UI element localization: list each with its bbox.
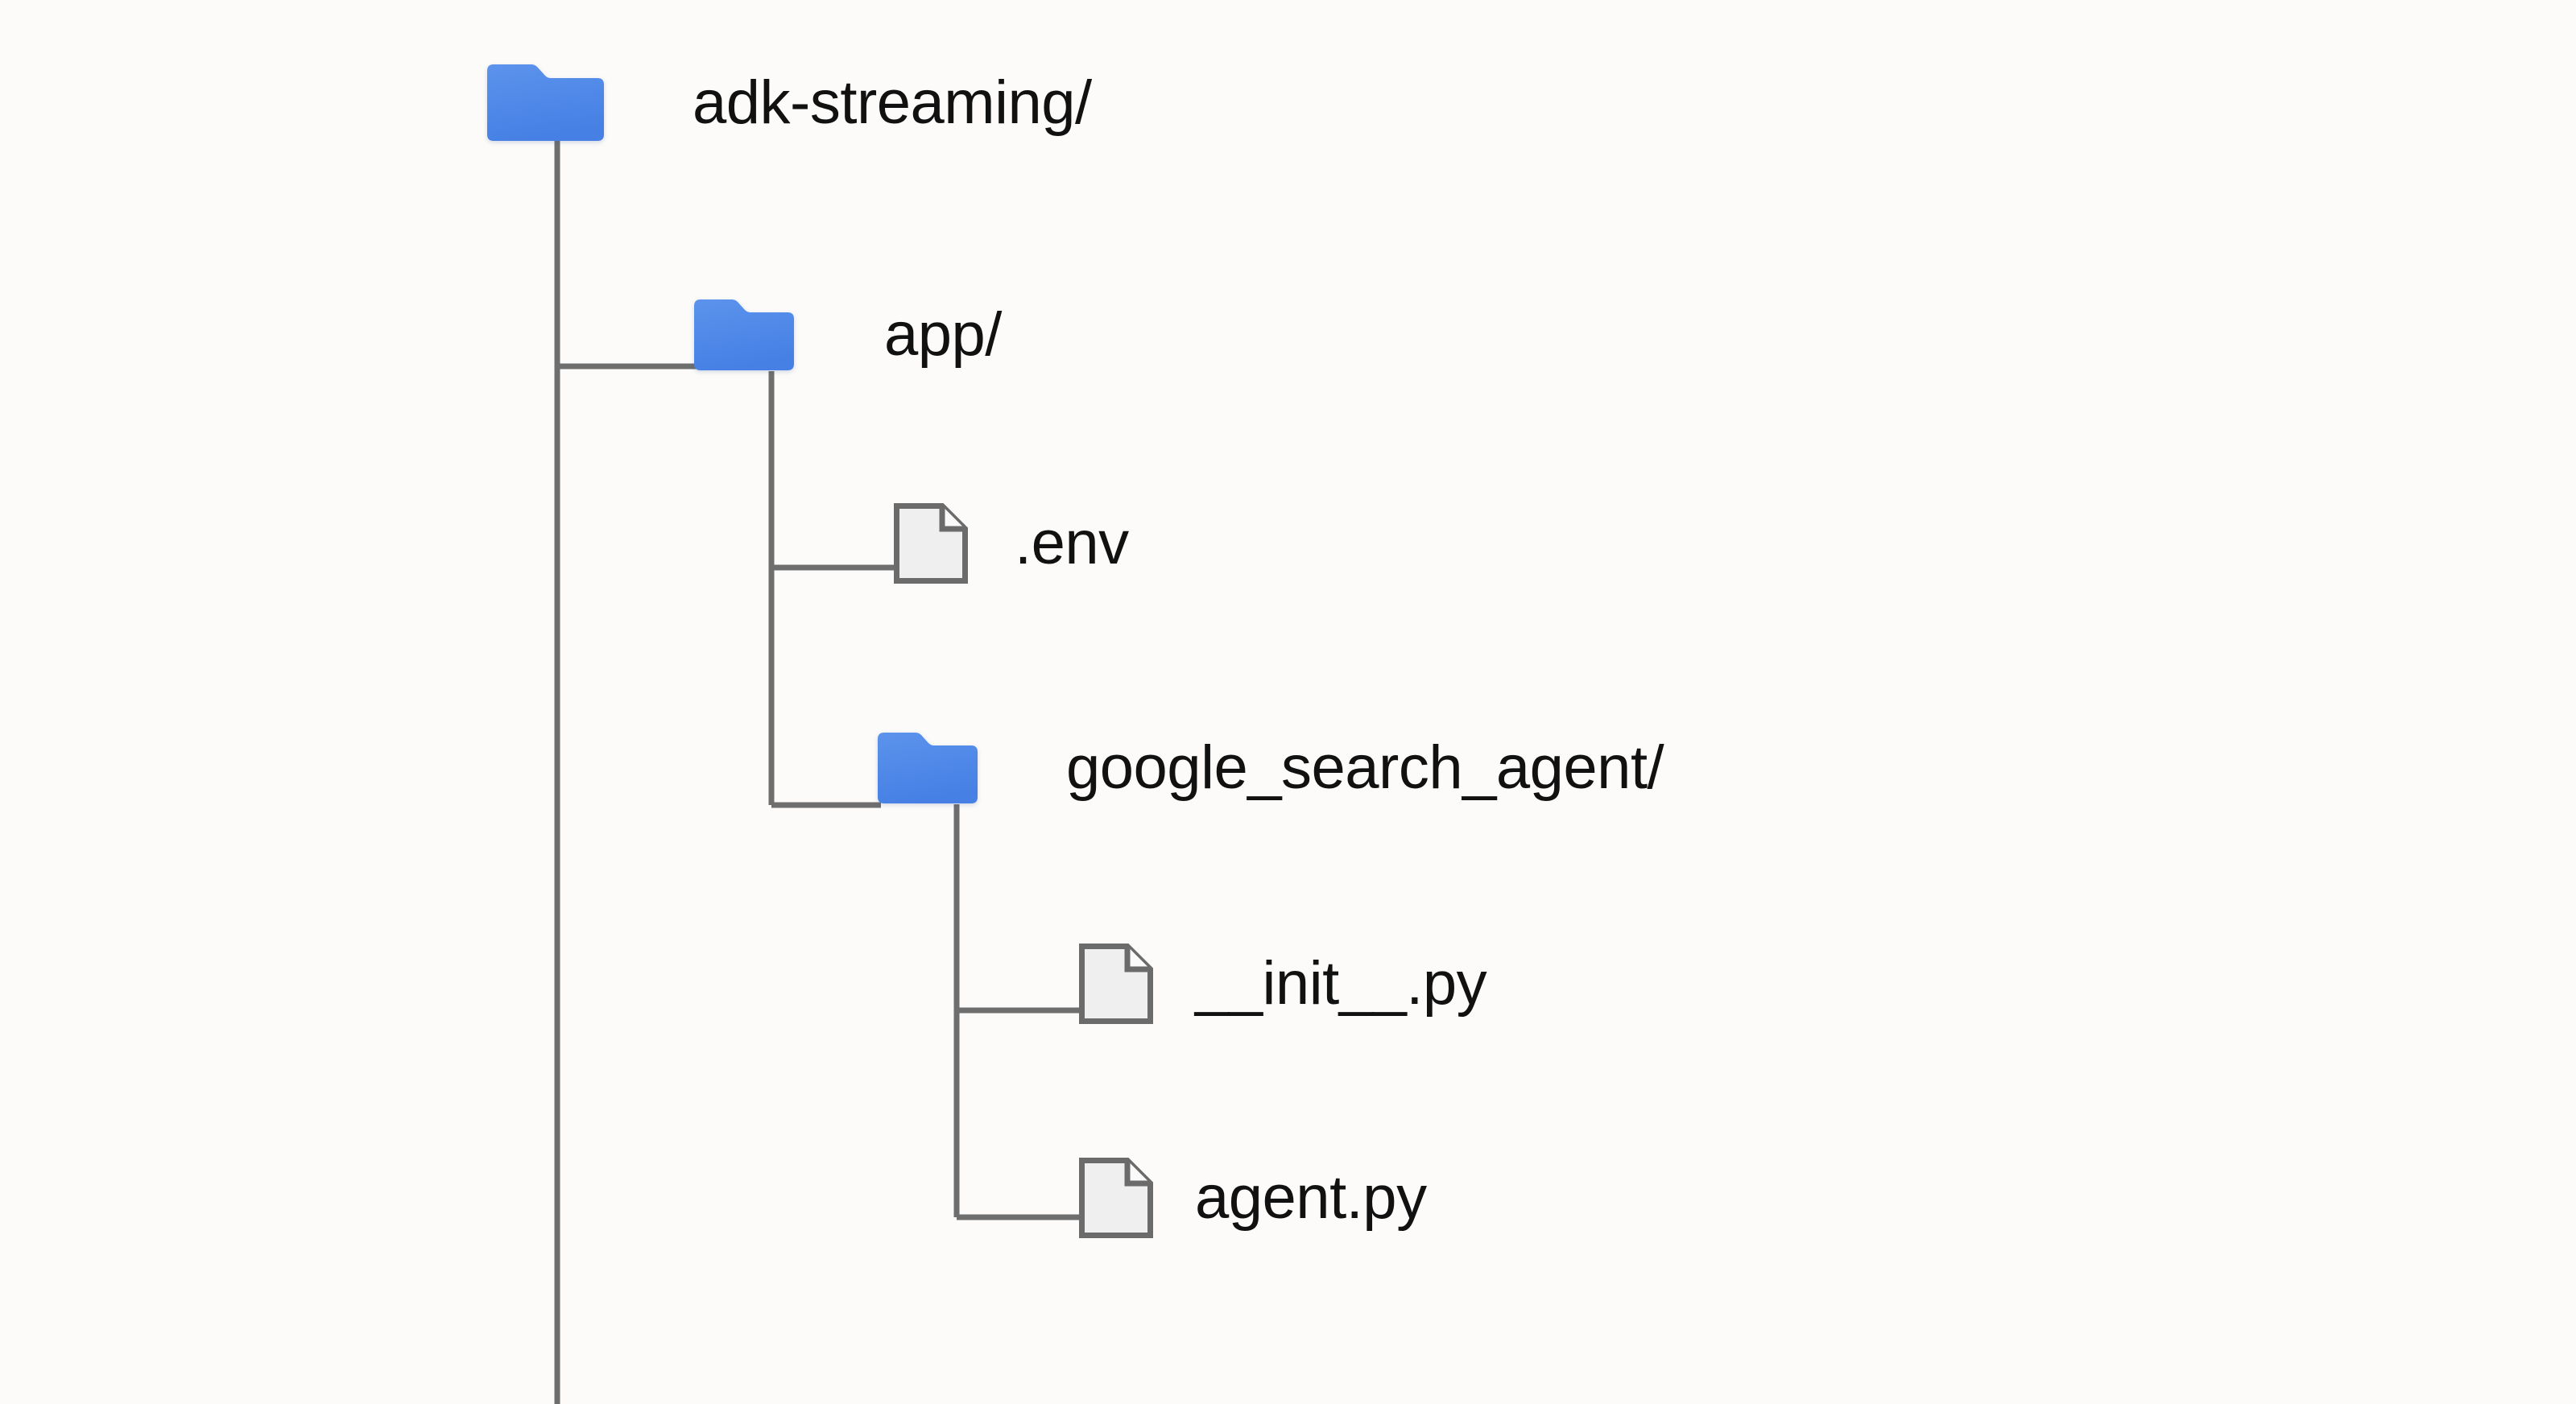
file-icon (1079, 944, 1153, 1024)
folder-icon (694, 299, 794, 370)
folder-icon (878, 733, 978, 803)
file-icon (1079, 1158, 1153, 1238)
tree-node-label: app/ (884, 300, 1002, 369)
tree-node-label: adk-streaming/ (693, 68, 1092, 137)
folder-icon (487, 64, 604, 141)
tree-node-agent-py[interactable]: agent.py (1079, 1158, 1427, 1238)
tree-node-google-search-agent[interactable]: google_search_agent/ (878, 733, 1664, 803)
tree-node-label: __init__.py (1195, 949, 1487, 1018)
tree-node-label: agent.py (1195, 1163, 1427, 1232)
tree-node-label: google_search_agent/ (1066, 733, 1664, 802)
tree-node-label: .env (1015, 509, 1129, 577)
tree-node-init-py[interactable]: __init__.py (1079, 944, 1487, 1024)
tree-node-app[interactable]: app/ (694, 299, 1002, 370)
file-icon (894, 503, 968, 584)
tree-node-env[interactable]: .env (894, 503, 1129, 584)
tree-node-adk-streaming[interactable]: adk-streaming/ (487, 64, 1092, 141)
